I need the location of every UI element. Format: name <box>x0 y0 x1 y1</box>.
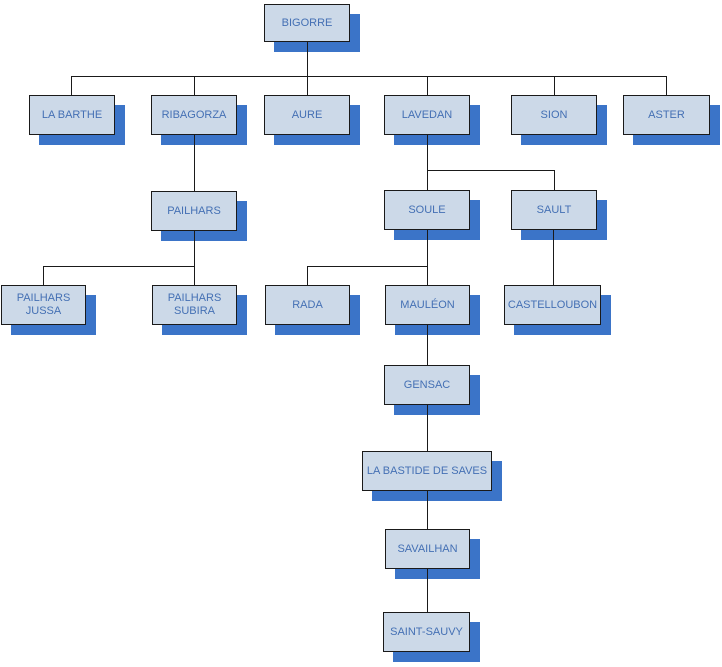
org-node-label: SOULE <box>408 203 446 216</box>
org-node-label: SAVAILHAN <box>397 542 458 555</box>
connector-bigorre-drop <box>307 42 308 95</box>
org-node-savailhan[interactable]: SAVAILHAN <box>385 529 470 569</box>
connector-rada-drop <box>307 266 308 285</box>
connector-la-barthe-drop <box>71 76 72 95</box>
connector-sault-drop <box>554 170 555 190</box>
org-node-aure[interactable]: AURE <box>264 95 350 135</box>
org-node-pailhars-subira[interactable]: PAILHARS SUBIRA <box>152 285 237 325</box>
org-node-label: SAULT <box>536 203 572 216</box>
org-node-label: ASTER <box>648 108 685 121</box>
connector-sion-drop <box>554 76 555 95</box>
org-node-saint-sauvy[interactable]: SAINT-SAUVY <box>383 612 470 652</box>
connector-savailhan-saint-sauvy <box>427 569 428 612</box>
connector-bastide-savailhan <box>427 491 428 529</box>
org-node-la-bastide-de-saves[interactable]: LA BASTIDE DE SAVES <box>362 451 492 491</box>
org-node-ribagorza[interactable]: RIBAGORZA <box>151 95 237 135</box>
org-node-label: LA BARTHE <box>41 108 103 121</box>
connector-soule-mauleon <box>427 230 428 285</box>
connector-pailhars-subira-drop <box>194 266 195 285</box>
connector-mauleon-gensac <box>427 325 428 365</box>
org-node-label: GENSAC <box>403 378 451 391</box>
org-node-la-barthe[interactable]: LA BARTHE <box>29 95 115 135</box>
org-node-lavedan[interactable]: LAVEDAN <box>384 95 470 135</box>
org-node-rada[interactable]: RADA <box>265 285 350 325</box>
connector-lavedan-rail <box>427 170 554 171</box>
connector-ribagorza-drop <box>194 76 195 95</box>
connector-lavedan-soule <box>427 135 428 190</box>
connector-pailhars-jussa-drop <box>43 266 44 285</box>
org-node-soule[interactable]: SOULE <box>384 190 470 230</box>
connector-gensac-bastide <box>427 405 428 451</box>
org-node-label: SION <box>540 108 568 121</box>
connector-sault-castelloubon <box>553 230 554 285</box>
connector-lavedan-drop <box>427 76 428 95</box>
org-node-sault[interactable]: SAULT <box>511 190 597 230</box>
org-node-label: MAULÉON <box>400 298 455 311</box>
connector-ribagorza-pailhars <box>194 135 195 191</box>
org-node-label: PAILHARS JUSSA <box>16 292 71 317</box>
connector-soule-rail <box>307 266 428 267</box>
org-node-castelloubon[interactable]: CASTELLOUBON <box>504 285 601 325</box>
org-node-label: CASTELLOUBON <box>507 298 598 311</box>
org-node-label: LA BASTIDE DE SAVES <box>366 464 488 477</box>
org-node-pailhars-jussa[interactable]: PAILHARS JUSSA <box>1 285 86 325</box>
org-node-label: PAILHARS <box>167 204 221 217</box>
connector-pailhars-rail <box>43 266 195 267</box>
org-node-label: RIBAGORZA <box>161 108 227 121</box>
org-node-pailhars[interactable]: PAILHARS <box>151 191 237 231</box>
org-node-label: AURE <box>291 108 323 121</box>
connector-pailhars-drop <box>194 231 195 266</box>
org-node-sion[interactable]: SION <box>511 95 597 135</box>
org-node-label: BIGORRE <box>281 16 333 29</box>
org-node-mauleon[interactable]: MAULÉON <box>385 285 470 325</box>
connector-top-rail <box>71 76 667 77</box>
org-node-label: RADA <box>292 298 323 311</box>
org-node-label: LAVEDAN <box>401 108 453 121</box>
org-node-label: PAILHARS SUBIRA <box>167 292 222 317</box>
org-node-aster[interactable]: ASTER <box>623 95 710 135</box>
org-node-bigorre[interactable]: BIGORRE <box>264 4 350 42</box>
connector-aster-drop <box>666 76 667 95</box>
org-node-label: SAINT-SAUVY <box>390 625 463 638</box>
org-node-gensac[interactable]: GENSAC <box>384 365 470 405</box>
